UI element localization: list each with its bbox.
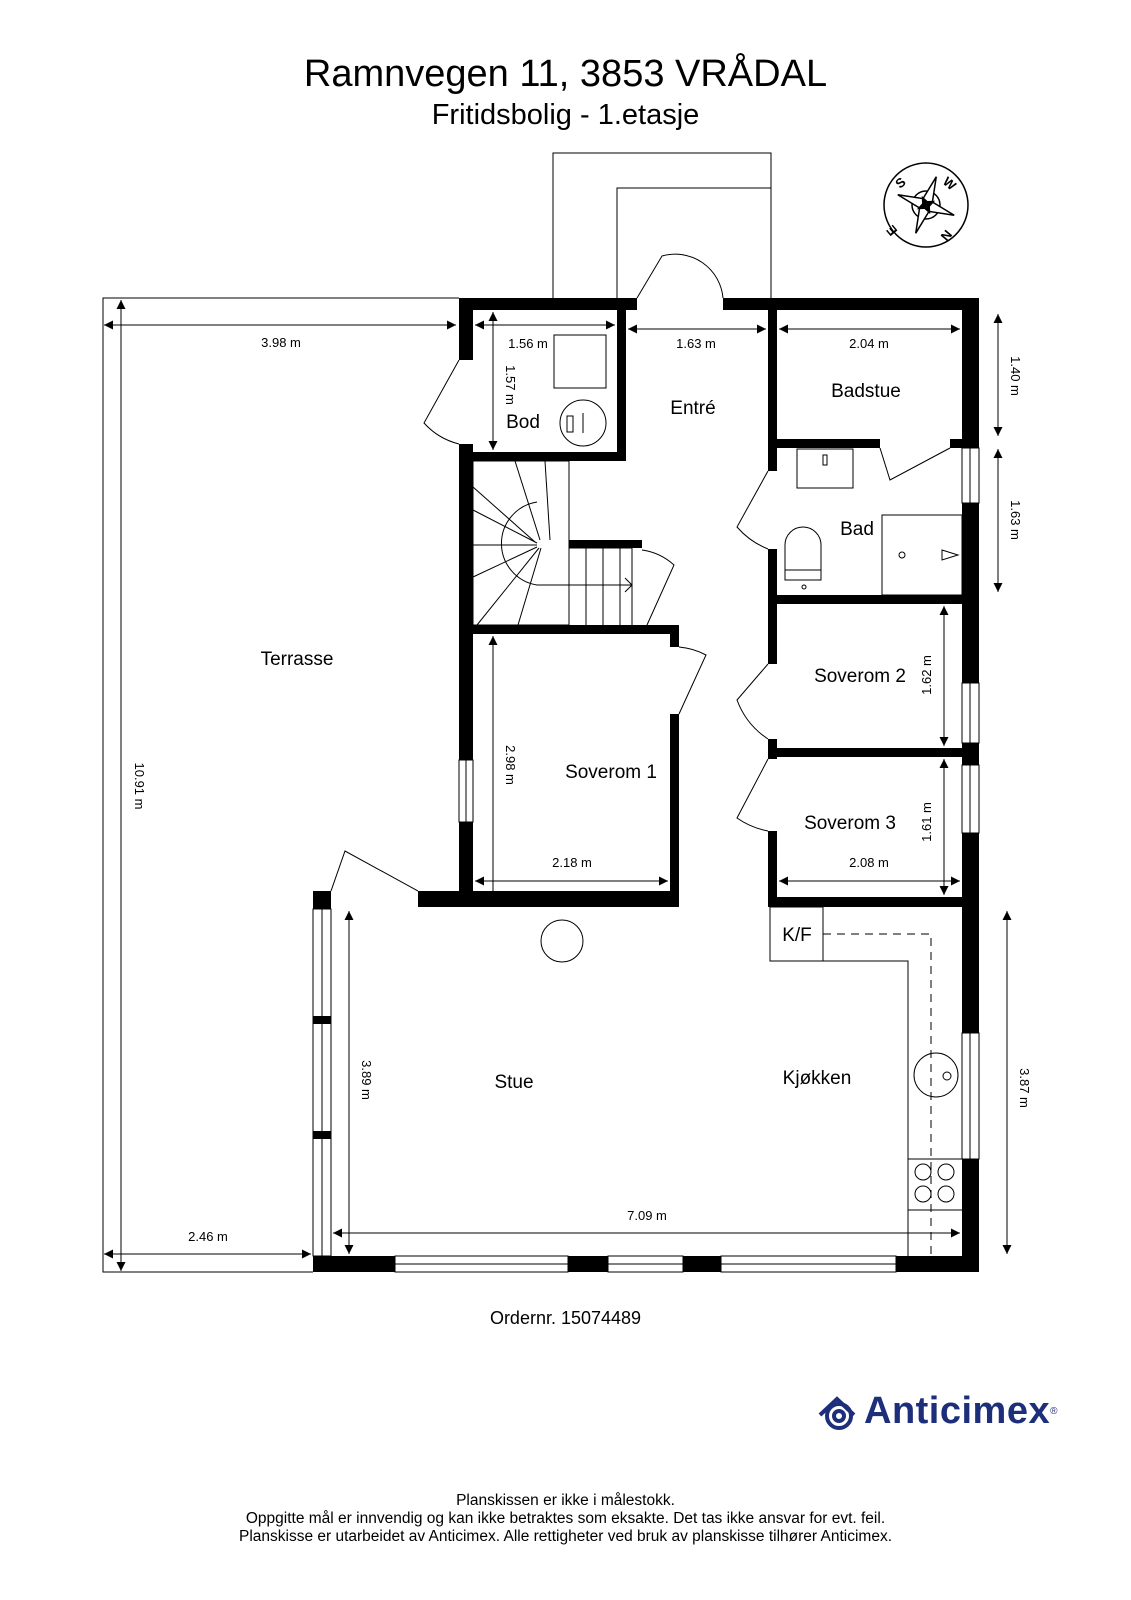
room-terrasse: Terrasse xyxy=(261,649,334,670)
kitchen-sink-icon xyxy=(913,1052,959,1098)
svg-text:2.08 m: 2.08 m xyxy=(849,855,889,870)
anticimex-logo-icon xyxy=(818,1395,856,1430)
svg-text:10.91 m: 10.91 m xyxy=(132,763,147,810)
brand-logo: Anticimex ® xyxy=(816,1390,1058,1433)
svg-text:1.56 m: 1.56 m xyxy=(508,336,548,351)
registered-mark: ® xyxy=(1050,1406,1058,1417)
room-labels: Terrasse Bod Entré Badstue Bad Soverom 1… xyxy=(261,381,906,1093)
room-stue: Stue xyxy=(494,1072,533,1093)
room-bod: Bod xyxy=(506,412,540,433)
dimension-lines xyxy=(104,300,1012,1271)
svg-text:1.62 m: 1.62 m xyxy=(919,655,934,695)
entrance-steps xyxy=(552,152,772,298)
walls xyxy=(313,298,979,1272)
svg-text:2.04 m: 2.04 m xyxy=(849,336,889,351)
svg-text:1.57 m: 1.57 m xyxy=(503,365,518,405)
disclaimer: Planskissen er ikke i målestokk. Oppgitt… xyxy=(0,1492,1131,1546)
svg-text:2.98 m: 2.98 m xyxy=(503,745,518,785)
compass-rose-icon: S W N E xyxy=(883,162,969,248)
plan-title: Ramnvegen 11, 3853 VRÅDAL xyxy=(303,53,828,95)
room-soverom-1: Soverom 1 xyxy=(565,762,657,783)
svg-text:3.87 m: 3.87 m xyxy=(1017,1068,1032,1108)
windows xyxy=(312,447,980,1273)
svg-text:1.63 m: 1.63 m xyxy=(1008,500,1023,540)
doors xyxy=(330,253,951,892)
svg-text:2.46 m: 2.46 m xyxy=(188,1229,228,1244)
staircase xyxy=(472,460,675,626)
room-entre: Entré xyxy=(670,398,715,419)
shower-icon xyxy=(881,514,963,596)
svg-text:S: S xyxy=(892,174,909,191)
dimension-labels: 3.98 m 10.91 m 2.46 m 1.56 m 1.57 m 1.63… xyxy=(132,335,1032,1244)
disclaimer-line-1: Planskissen er ikke i målestokk. xyxy=(456,1492,675,1509)
round-table-icon xyxy=(540,919,584,963)
svg-text:3.98 m: 3.98 m xyxy=(261,335,301,350)
toilet-icon xyxy=(784,526,822,581)
svg-text:N: N xyxy=(938,227,956,244)
svg-text:1.61 m: 1.61 m xyxy=(919,802,934,842)
sink-icon xyxy=(796,448,854,489)
disclaimer-line-3: Planskisse er utarbeidet av Anticimex. A… xyxy=(238,1528,892,1545)
room-soverom-2: Soverom 2 xyxy=(814,666,906,687)
svg-text:3.89 m: 3.89 m xyxy=(359,1060,374,1100)
stove-icon xyxy=(914,1163,932,1181)
room-soverom-3: Soverom 3 xyxy=(804,813,896,834)
svg-text:7.09 m: 7.09 m xyxy=(627,1208,667,1223)
room-kjokken: Kjøkken xyxy=(783,1068,852,1089)
room-bad: Bad xyxy=(840,519,874,540)
svg-text:1.40 m: 1.40 m xyxy=(1008,356,1023,396)
room-badstue: Badstue xyxy=(831,381,901,402)
svg-text:1.63 m: 1.63 m xyxy=(676,336,716,351)
plan-subtitle: Fritidsbolig - 1.etasje xyxy=(431,99,700,131)
svg-text:2.18 m: 2.18 m xyxy=(552,855,592,870)
room-kf: K/F xyxy=(782,925,812,946)
order-number: Ordernr. 15074489 xyxy=(489,1308,642,1328)
terrace-outline xyxy=(102,297,459,1273)
disclaimer-line-2: Oppgitte mål er innvendig og kan ikke be… xyxy=(245,1510,886,1527)
water-heater xyxy=(559,399,607,447)
brand-name: Anticimex xyxy=(864,1390,1051,1432)
bod-cabinet xyxy=(553,334,607,389)
fixtures xyxy=(540,334,963,1256)
